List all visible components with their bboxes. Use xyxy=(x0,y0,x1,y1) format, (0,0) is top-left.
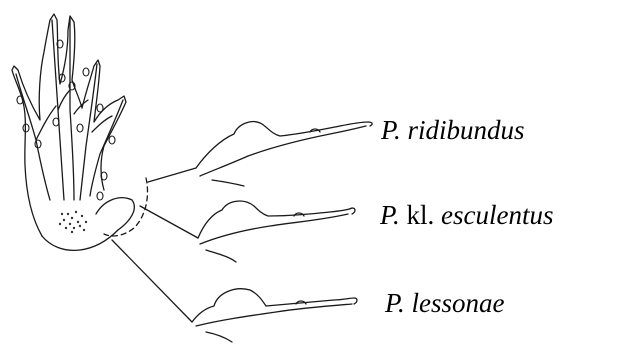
leader-line-2 xyxy=(139,205,199,239)
sole-stipple xyxy=(58,210,88,234)
toe-joints xyxy=(16,39,116,201)
web-curve-2 xyxy=(57,89,71,111)
leader-line-3 xyxy=(111,239,193,323)
leader-lines xyxy=(111,167,199,323)
label-ridibundus-genus: P. xyxy=(381,115,401,145)
label-lessonae-species: lessonae xyxy=(411,288,505,318)
foot-outline xyxy=(11,13,127,237)
web-curve-3 xyxy=(73,99,89,115)
tubercle-highlight xyxy=(103,177,149,237)
tubercle-outline xyxy=(95,197,135,231)
label-ridibundus: P. ridibundus xyxy=(381,117,525,144)
label-ridibundus-species: ridibundus xyxy=(407,115,525,145)
heel-outline xyxy=(41,229,119,252)
label-esculentus-kl: kl. xyxy=(406,200,435,230)
toe-line-4 xyxy=(79,63,98,201)
detail-esculentus xyxy=(197,200,356,263)
label-lessonae-genus: P. xyxy=(385,288,405,318)
web-curve-1 xyxy=(35,105,57,141)
toe-line-1 xyxy=(15,73,51,201)
label-esculentus-genus: P. xyxy=(380,200,400,230)
leader-line-1 xyxy=(147,167,197,183)
label-esculentus: P. kl. esculentus xyxy=(380,202,554,229)
toe-line-3 xyxy=(69,17,75,201)
webbed-foot xyxy=(11,13,149,252)
web-curve-4 xyxy=(91,115,113,133)
label-esculentus-species: esculentus xyxy=(441,200,554,230)
toe-line-5 xyxy=(89,99,124,197)
detail-lessonae xyxy=(191,288,358,343)
label-lessonae: P. lessonae xyxy=(385,290,505,317)
detail-ridibundus xyxy=(195,120,373,187)
